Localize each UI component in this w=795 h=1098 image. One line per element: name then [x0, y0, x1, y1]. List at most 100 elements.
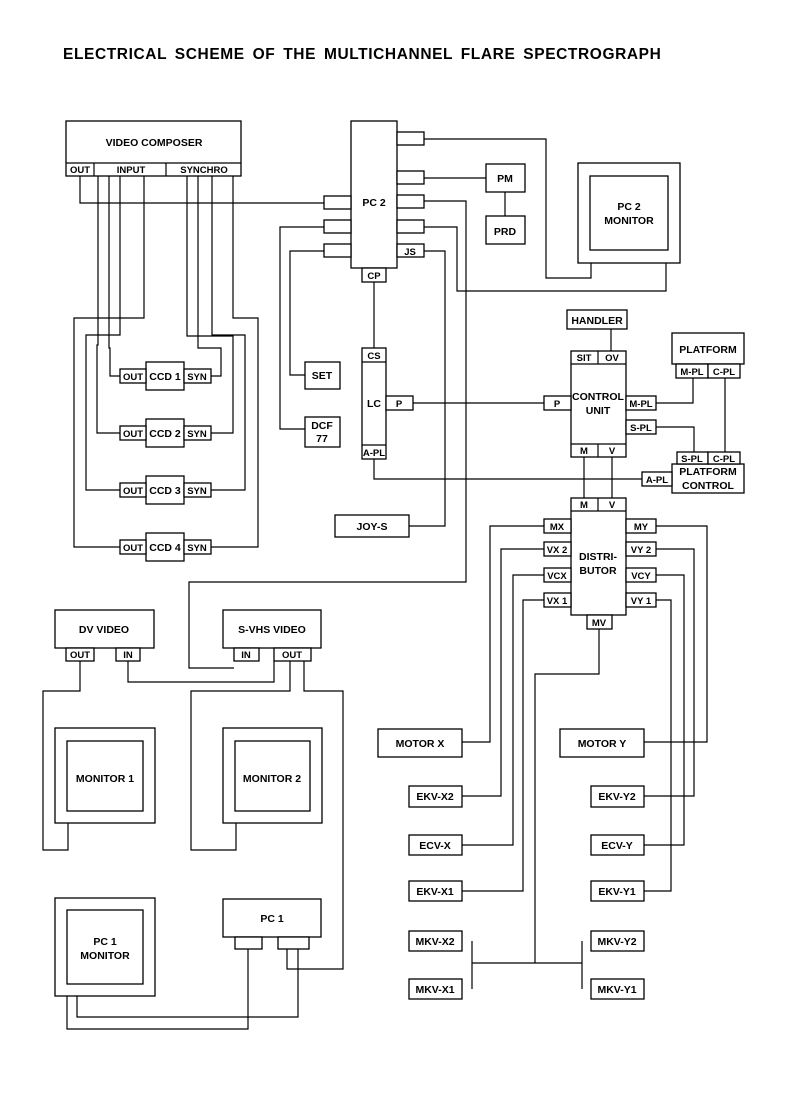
ccd-3-syn-port: SYN — [187, 486, 207, 497]
ccd-2: CCD 2 OUT SYN — [119, 418, 212, 448]
video-composer-input-port: INPUT — [117, 165, 146, 176]
diagram-title: ELECTRICAL SCHEME OF THE MULTICHANNEL FL… — [63, 46, 662, 63]
distributor-mx-port: MX — [550, 522, 565, 533]
mkv-y1-label: MKV-Y1 — [597, 984, 636, 996]
platform-control-label-2: CONTROL — [682, 480, 734, 492]
set-label: SET — [312, 370, 333, 382]
control-unit-ov-port: OV — [605, 353, 619, 364]
prd-label: PRD — [494, 226, 517, 238]
control-unit-sit-port: SIT — [577, 353, 592, 364]
control-unit-p-port: P — [554, 399, 561, 410]
ekv-y1-label: EKV-Y1 — [598, 886, 636, 898]
monitor-1-label: MONITOR 1 — [76, 773, 134, 785]
control-unit-m-port: M — [580, 446, 588, 457]
ccd-4-syn-port: SYN — [187, 543, 207, 554]
dv-video-in-port: IN — [123, 650, 133, 661]
svhs-video-unit: S-VHS VIDEO IN OUT — [222, 609, 322, 662]
ccd-1-syn-port: SYN — [187, 372, 207, 383]
mkv-y2: MKV-Y2 — [590, 930, 645, 952]
joy-s-label: JOY-S — [357, 521, 388, 533]
ccd-1: CCD 1 OUT SYN — [119, 361, 212, 391]
dcf-77-unit: DCF 77 — [304, 416, 341, 448]
svhs-video-in-port: IN — [241, 650, 251, 661]
pc-2-monitor: PC 2 MONITOR — [577, 162, 681, 264]
video-composer-label: VIDEO COMPOSER — [106, 137, 203, 149]
lc-unit: LC CS A-PL P — [361, 347, 414, 460]
ekv-x2-label: EKV-X2 — [416, 791, 454, 803]
pc-2: PC 2 JS CP — [323, 120, 425, 283]
video-composer-synchro-port: SYNCHRO — [180, 165, 228, 176]
ecv-y: ECV-Y — [590, 834, 645, 856]
set-unit: SET — [304, 361, 341, 390]
mkv-x1: MKV-X1 — [408, 978, 463, 1000]
distributor-v-port: V — [609, 500, 616, 511]
pc-1-monitor: PC 1 MONITOR — [54, 897, 156, 997]
mkv-x2-label: MKV-X2 — [415, 936, 454, 948]
distributor-my-port: MY — [634, 522, 649, 533]
ekv-x2: EKV-X2 — [408, 785, 463, 808]
dcf-label-1: DCF — [311, 420, 333, 432]
ccd-4: CCD 4 OUT SYN — [119, 532, 212, 562]
ccd-4-label: CCD 4 — [149, 542, 181, 554]
platform-label: PLATFORM — [679, 344, 737, 356]
ekv-x1: EKV-X1 — [408, 880, 463, 902]
control-unit-label-2: UNIT — [586, 405, 611, 417]
ekv-x1-label: EKV-X1 — [416, 886, 454, 898]
distributor-unit: M V DISTRI- BUTOR MX VX 2 VCX VX 1 MY VY… — [543, 497, 657, 630]
pc-1-monitor-label-2: MONITOR — [80, 950, 130, 962]
ecv-x: ECV-X — [408, 834, 463, 856]
svhs-video-label: S-VHS VIDEO — [238, 624, 306, 636]
pc-1-label: PC 1 — [260, 913, 284, 925]
wires — [42, 138, 726, 1030]
control-unit-spl-port: S-PL — [630, 423, 652, 434]
distributor-mv-port: MV — [592, 618, 607, 629]
control-unit-label-1: CONTROL — [572, 391, 624, 403]
video-composer: VIDEO COMPOSER OUT INPUT SYNCHRO — [65, 120, 242, 177]
ccd-4-out-port: OUT — [123, 543, 143, 554]
distributor-vy1-port: VY 1 — [631, 596, 652, 607]
monitor-2: MONITOR 2 — [222, 727, 323, 824]
ccd-3: CCD 3 OUT SYN — [119, 475, 212, 505]
distributor-label-2: BUTOR — [579, 565, 617, 577]
mkv-x2: MKV-X2 — [408, 930, 463, 952]
ccd-2-out-port: OUT — [123, 429, 143, 440]
platform-control-label-1: PLATFORM — [679, 466, 737, 478]
distributor-m-port: M — [580, 500, 588, 511]
monitor-1: MONITOR 1 — [54, 727, 156, 824]
dv-video-out-port: OUT — [70, 650, 90, 661]
pc-2-monitor-label-2: MONITOR — [604, 215, 654, 227]
ecv-x-label: ECV-X — [419, 840, 451, 852]
handler-label: HANDLER — [571, 315, 623, 327]
monitor-2-label: MONITOR 2 — [243, 773, 301, 785]
motor-y-label: MOTOR Y — [578, 738, 627, 750]
prd-unit: PRD — [485, 215, 526, 245]
control-unit-mpl-port: M-PL — [629, 399, 652, 410]
platform-control-apl-port: A-PL — [646, 475, 668, 486]
mkv-y1: MKV-Y1 — [590, 978, 645, 1000]
control-unit: SIT OV CONTROL UNIT M V P M-PL S-PL — [543, 350, 657, 458]
ekv-y2: EKV-Y2 — [590, 785, 645, 808]
pc-2-monitor-label-1: PC 2 — [617, 201, 641, 213]
motor-x-label: MOTOR X — [396, 738, 445, 750]
platform-control-spl-port: S-PL — [681, 454, 703, 465]
dcf-label-2: 77 — [316, 433, 328, 445]
pc-1-monitor-label-1: PC 1 — [93, 936, 117, 948]
distributor-vcx-port: VCX — [547, 571, 567, 582]
pc-2-label: PC 2 — [362, 197, 386, 209]
handler-unit: HANDLER — [566, 309, 628, 330]
platform-cpl-port: C-PL — [713, 367, 735, 378]
ccd-2-syn-port: SYN — [187, 429, 207, 440]
ccd-3-label: CCD 3 — [149, 485, 181, 497]
pc-2-js-port: JS — [404, 247, 416, 258]
joy-s-unit: JOY-S — [334, 514, 410, 538]
motor-y: MOTOR Y — [559, 728, 645, 758]
lc-p-port: P — [396, 399, 403, 410]
ccd-3-out-port: OUT — [123, 486, 143, 497]
distributor-vcy-port: VCY — [631, 571, 651, 582]
ecv-y-label: ECV-Y — [601, 840, 633, 852]
dv-video-unit: DV VIDEO OUT IN — [54, 609, 155, 662]
platform-control-unit: PLATFORM CONTROL S-PL C-PL A-PL — [641, 451, 745, 494]
pm-unit: PM — [485, 163, 526, 193]
distributor-vy2-port: VY 2 — [631, 545, 651, 556]
